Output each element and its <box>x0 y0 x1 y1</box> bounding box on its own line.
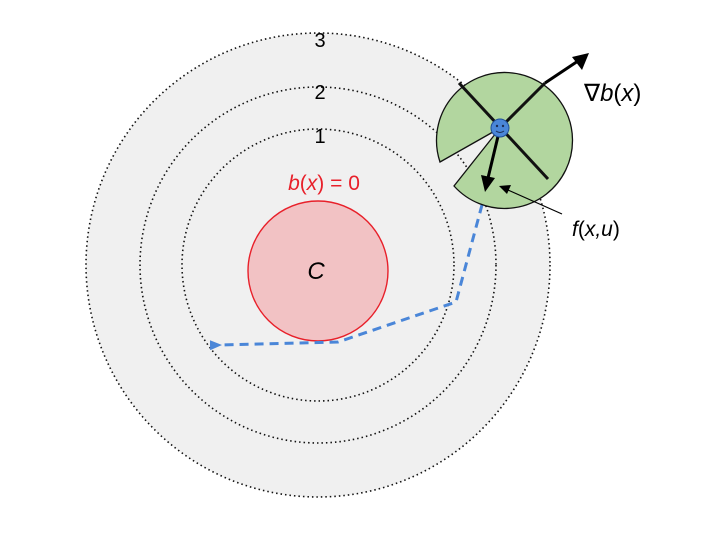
gradient-arrow <box>544 59 579 85</box>
gradient-arrow-head <box>572 53 589 70</box>
zero-level-label: b(x) = 0 <box>288 172 360 195</box>
level-label-1: 1 <box>314 126 325 148</box>
level-label-2: 2 <box>314 82 325 104</box>
dynamics-pointer-line <box>507 189 563 215</box>
level-label-3: 3 <box>314 30 325 52</box>
cone-line-parallel <box>498 81 547 130</box>
dynamics-label: f(x,u) <box>572 218 620 241</box>
set-c-circle <box>247 200 389 342</box>
dynamics-arrow-head <box>481 175 495 192</box>
gradient-label: ∇b(x) <box>583 80 641 107</box>
admissible-cone <box>435 71 574 210</box>
agent-icon <box>490 118 510 138</box>
dynamics-pointer-head <box>499 185 511 194</box>
level-set-ring-2 <box>139 86 497 444</box>
set-c-label: C <box>307 258 325 285</box>
level-set-ring-1 <box>181 128 455 402</box>
